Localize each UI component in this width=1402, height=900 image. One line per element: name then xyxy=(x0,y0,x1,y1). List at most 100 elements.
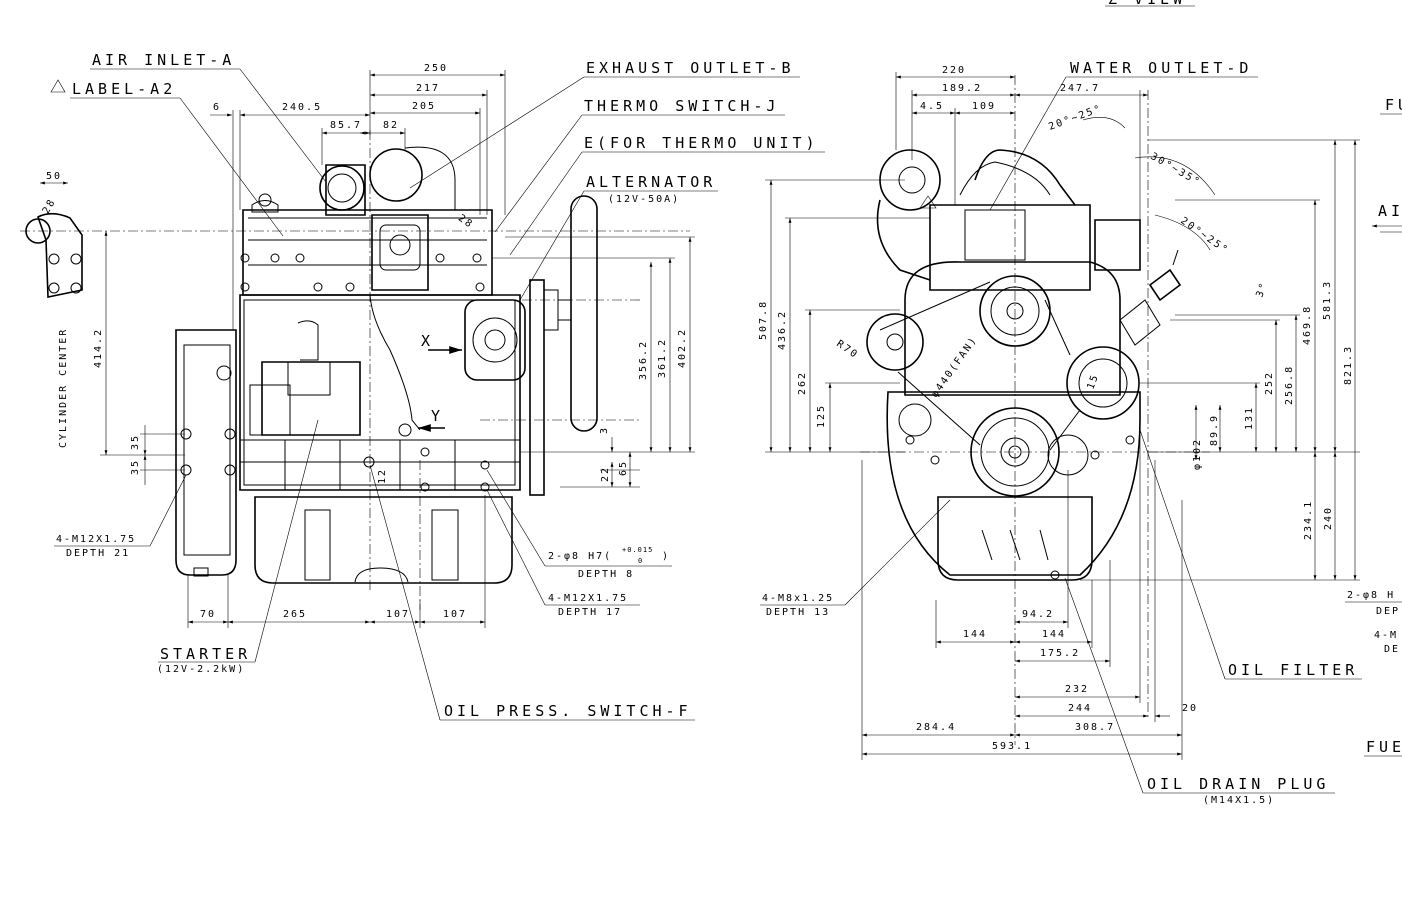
label-exhaust-outlet: EXHAUST OUTLET-B xyxy=(586,59,795,77)
label-air-inlet: AIR INLET-A xyxy=(92,51,235,69)
dim-240: 240 xyxy=(1323,506,1334,530)
edge-label-bolt: 4-M xyxy=(1374,630,1398,641)
label-alternator: ALTERNATOR xyxy=(586,173,716,191)
dim-131: 131 xyxy=(1244,406,1255,430)
dim-28-bracket: 28 xyxy=(41,197,59,216)
dim-402-2: 402.2 xyxy=(677,328,688,368)
dim-144-left: 144 xyxy=(963,629,987,640)
dim-414-2: 414.2 xyxy=(93,328,104,368)
dim-240-5: 240.5 xyxy=(282,102,322,113)
dim-4-5: 4.5 xyxy=(920,101,944,112)
label-bolt-mid: 4-M12X1.75 xyxy=(548,593,628,604)
side-view-dimensions: 250 217 205 240.5 6 85.7 82 50 28 414.2 … xyxy=(40,63,695,628)
label-oil-drain-spec: (M14X1.5) xyxy=(1203,795,1275,806)
edge-label-ai: AI xyxy=(1378,202,1402,220)
dim-109: 109 xyxy=(972,101,996,112)
dim-821-3: 821.3 xyxy=(1343,345,1354,385)
dim-89-9: 89.9 xyxy=(1209,414,1220,446)
side-view xyxy=(20,130,690,610)
angle-30-35: 30°~35° xyxy=(1149,151,1203,189)
dim-12: 12 xyxy=(377,468,388,484)
label-thermo-unit: E(FOR THERMO UNIT) xyxy=(584,134,819,152)
edge-label-fu: FU xyxy=(1385,96,1402,114)
dim-3: 3 xyxy=(599,426,610,434)
dim-356-2: 356.2 xyxy=(638,340,649,380)
label-oil-press-switch: OIL PRESS. SWITCH-F xyxy=(444,702,692,720)
angle-3: 3° xyxy=(1254,280,1270,299)
angle-20-25-top: 20°~25° xyxy=(1047,103,1104,133)
label-starter-spec: (12V-2.2kW) xyxy=(157,664,245,675)
label-pin-tol-bot: 0 xyxy=(638,557,644,565)
dim-232: 232 xyxy=(1065,684,1089,695)
dim-70: 70 xyxy=(200,609,216,620)
dim-507-8: 507.8 xyxy=(758,300,769,340)
dim-250: 250 xyxy=(424,63,448,74)
dim-107-b: 107 xyxy=(443,609,467,620)
dim-20: 20 xyxy=(1182,703,1198,714)
dim-65: 65 xyxy=(618,460,629,476)
dim-107-a: 107 xyxy=(386,609,410,620)
label-oil-filter: OIL FILTER xyxy=(1228,661,1358,679)
dim-189-2: 189.2 xyxy=(942,83,982,94)
dim-581-3: 581.3 xyxy=(1322,280,1333,320)
dim-308-7: 308.7 xyxy=(1075,722,1115,733)
label-thermo-switch: THERMO SWITCH-J xyxy=(584,97,779,115)
dim-244: 244 xyxy=(1068,703,1092,714)
dim-593-1: 593.1 xyxy=(992,741,1032,752)
dim-phi-102: φ102 xyxy=(1192,438,1203,470)
dim-r70: R70 xyxy=(834,338,860,361)
cylinder-center-label: CYLINDER CENTER xyxy=(58,328,69,448)
dim-252: 252 xyxy=(1264,371,1275,395)
label-bolt-left-depth: DEPTH 21 xyxy=(66,548,130,559)
dim-35-upper: 35 xyxy=(130,434,141,450)
dim-94-2: 94.2 xyxy=(1022,609,1054,620)
label-bolt-mid-depth: DEPTH 17 xyxy=(558,607,622,618)
warning-triangle-icon xyxy=(50,79,66,93)
side-view-labels: AIR INLET-A LABEL-A2 EXHAUST OUTLET-B TH… xyxy=(50,51,825,721)
edge-label-fue: FUE xyxy=(1366,738,1402,756)
angle-20-25-right: 20°~25° xyxy=(1178,215,1230,256)
dim-22: 22 xyxy=(600,466,611,482)
front-view-dimensions: 220 189.2 247.7 4.5 109 20°~25° 30°~35° … xyxy=(758,65,1360,760)
dim-125: 125 xyxy=(816,404,827,428)
edge-label-pin: 2-φ8 H xyxy=(1347,590,1395,601)
dim-234-1: 234.1 xyxy=(1303,500,1314,540)
label-oil-drain-plug: OIL DRAIN PLUG xyxy=(1147,775,1329,793)
dim-85-7: 85.7 xyxy=(330,120,362,131)
label-label-a2: LABEL-A2 xyxy=(72,80,176,98)
label-bolt-front-depth: DEPTH 13 xyxy=(766,607,830,618)
label-pin-hole-close: ) xyxy=(662,551,670,562)
dim-256-8: 256.8 xyxy=(1284,365,1295,405)
dim-82: 82 xyxy=(383,120,399,131)
label-pin-tol-top: +0.015 xyxy=(622,546,653,554)
view-x-label: X xyxy=(421,332,434,350)
head-bolts xyxy=(240,253,485,292)
label-starter: STARTER xyxy=(160,645,251,663)
dim-436-2: 436.2 xyxy=(777,310,788,350)
dim-247-7: 247.7 xyxy=(1060,83,1100,94)
dim-265: 265 xyxy=(283,609,307,620)
label-alternator-spec: (12V-50A) xyxy=(608,194,680,205)
dim-220: 220 xyxy=(942,65,966,76)
label-bolt-left: 4-M12X1.75 xyxy=(56,534,136,545)
dim-175-2: 175.2 xyxy=(1040,648,1080,659)
dim-28-thermo: 28 xyxy=(456,213,475,231)
front-view xyxy=(860,75,1210,745)
label-pin-depth: DEPTH 8 xyxy=(578,569,634,580)
dim-50: 50 xyxy=(46,171,62,182)
right-edge-partial-view: FU AI 2-φ8 H DEP 4-M DE FUE xyxy=(1345,96,1402,757)
label-bolt-front: 4-M8x1.25 xyxy=(762,593,834,604)
top-view-label: Z VIEW xyxy=(1108,0,1186,8)
dim-144-right: 144 xyxy=(1042,629,1066,640)
dim-35-lower: 35 xyxy=(130,459,141,475)
dim-361-2: 361.2 xyxy=(657,338,668,378)
front-view-labels: WATER OUTLET-D 4-M8x1.25 DEPTH 13 OIL FI… xyxy=(760,0,1362,806)
front-warning-triangle-icon xyxy=(919,195,937,209)
edge-label-de: DE xyxy=(1384,644,1400,655)
view-y-label: Y xyxy=(431,407,444,425)
dim-217: 217 xyxy=(416,83,440,94)
label-fan: φ440(FAN) xyxy=(929,334,979,399)
dim-284-4: 284.4 xyxy=(916,722,956,733)
dim-15: 15 xyxy=(1085,372,1101,391)
